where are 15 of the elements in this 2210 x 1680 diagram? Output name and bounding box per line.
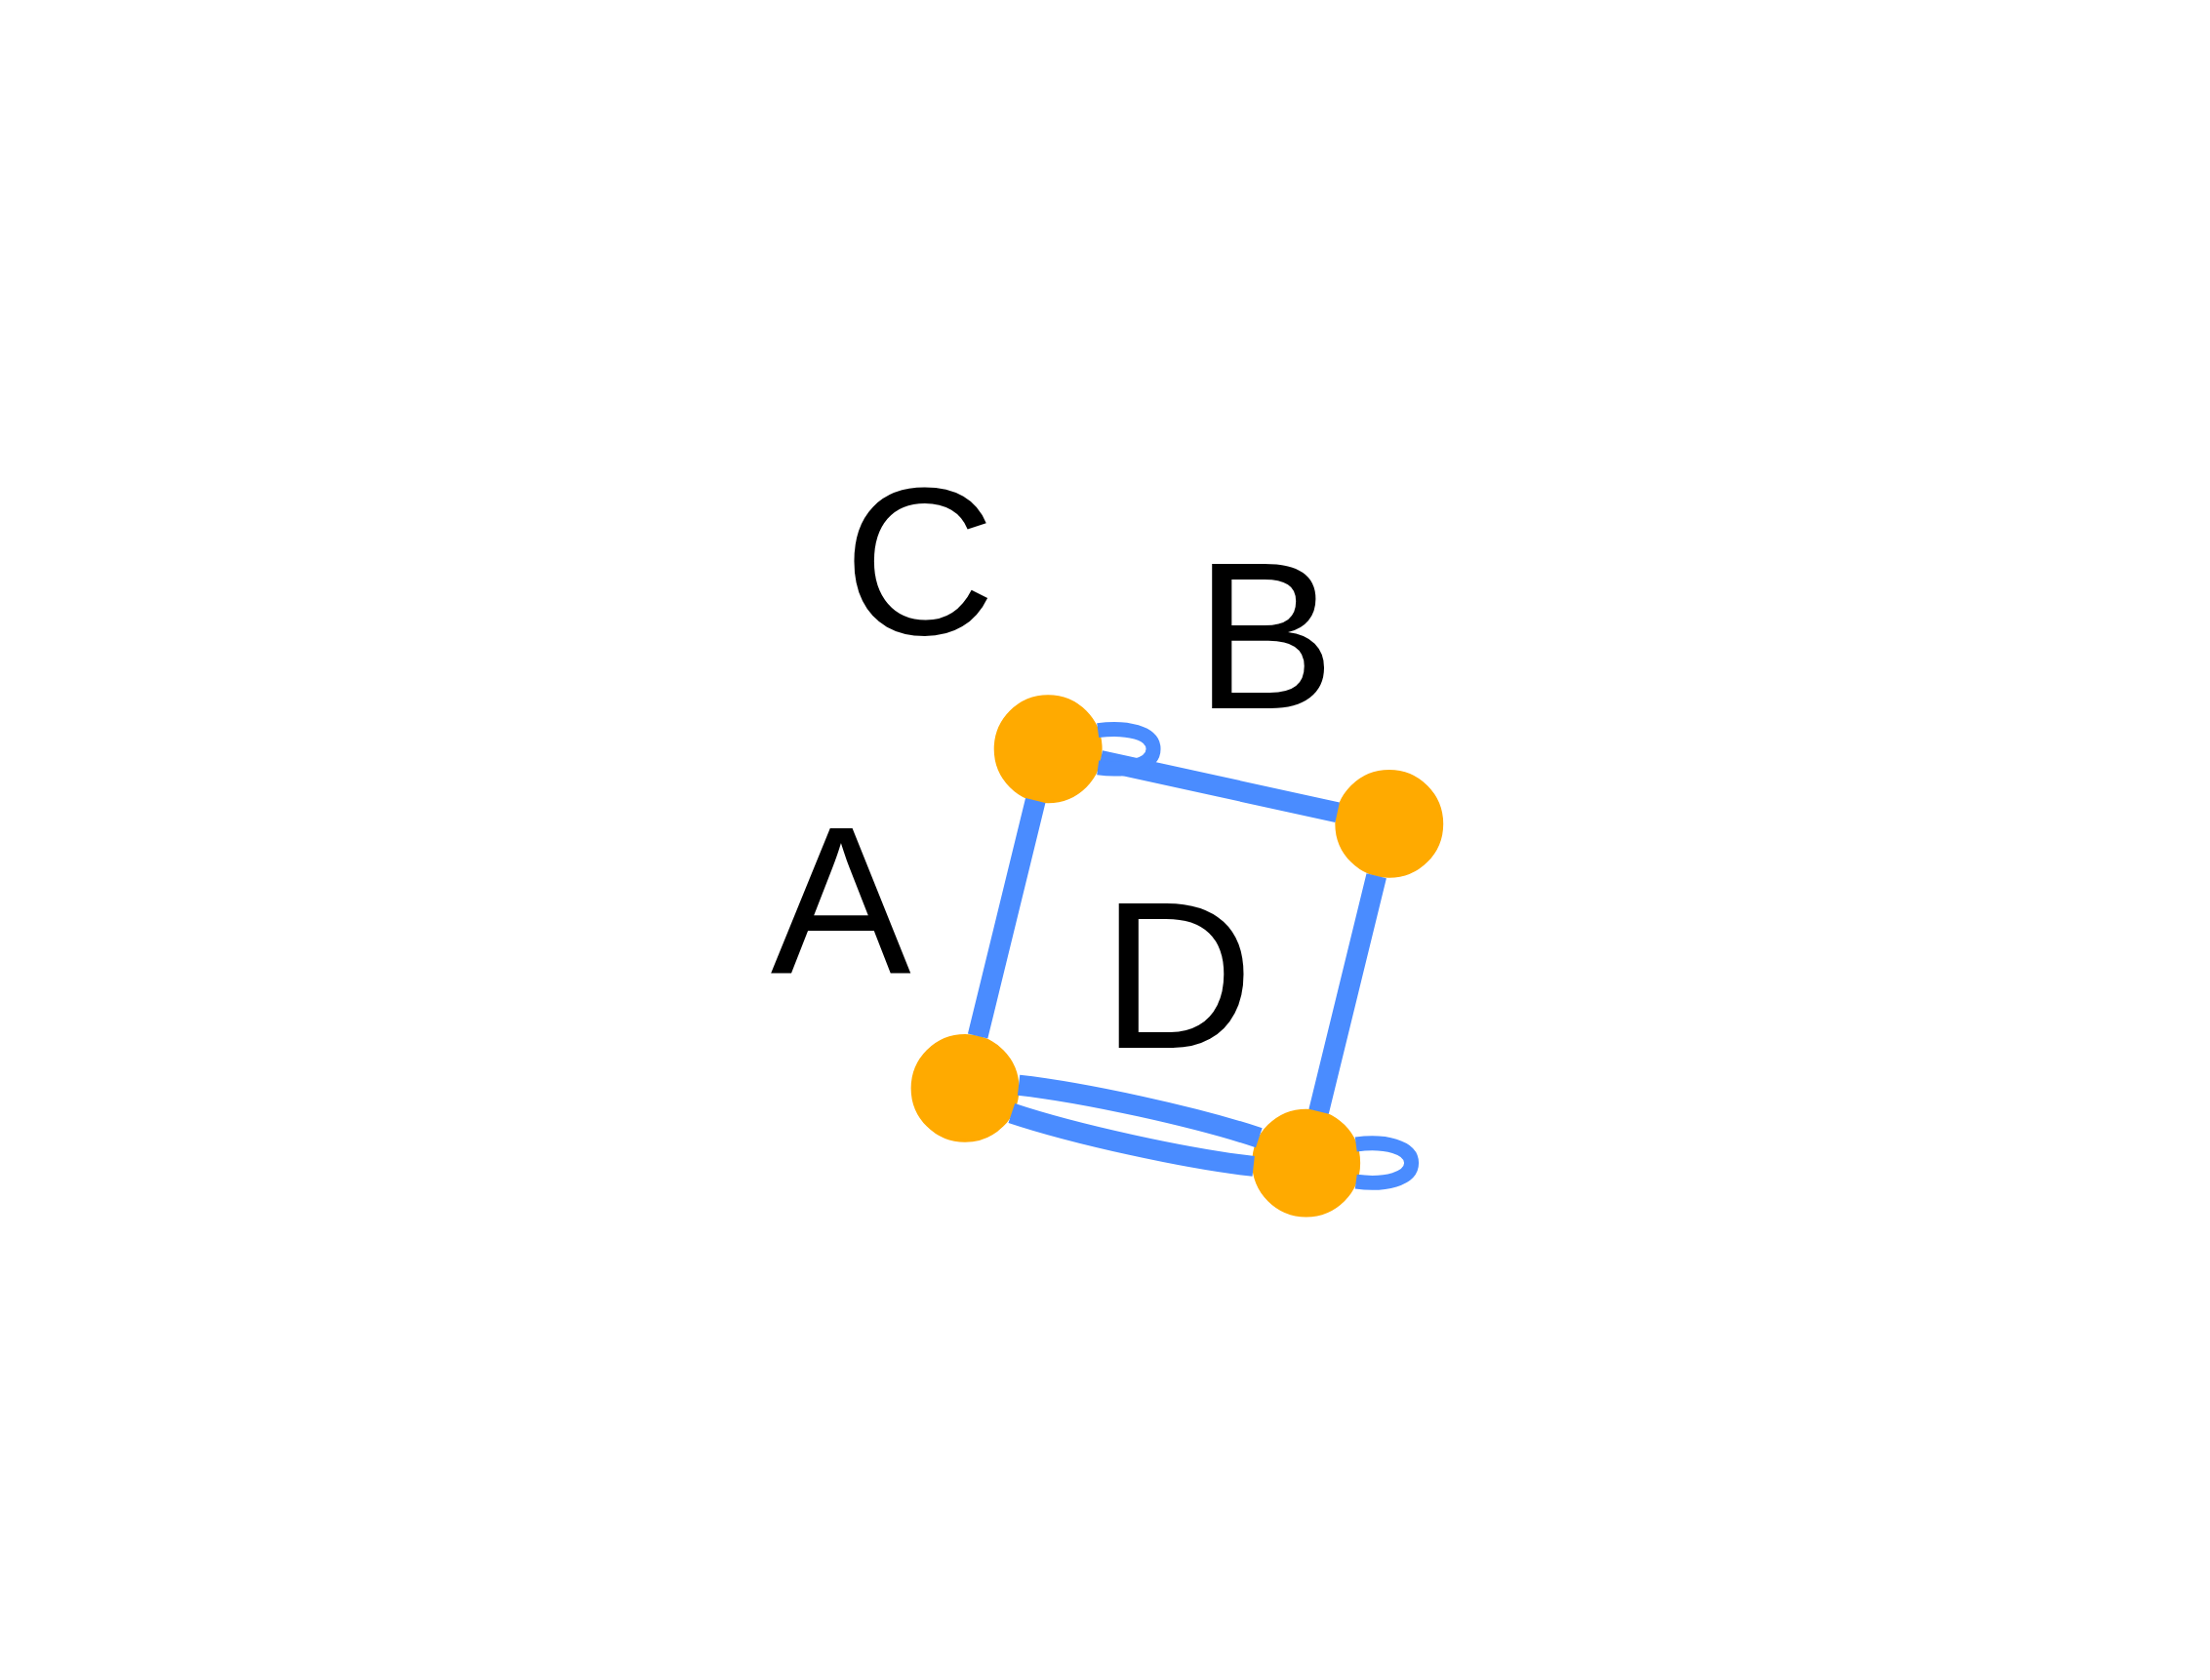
connector [1354, 1135, 1419, 1190]
connector [1008, 1102, 1255, 1177]
connector [1098, 749, 1340, 822]
node-label: D [1101, 857, 1254, 1093]
node-label: B [1193, 517, 1335, 753]
node-circle [1251, 1108, 1360, 1217]
node-circle [910, 1033, 1019, 1142]
node-circle [1334, 769, 1443, 878]
connector [967, 797, 1045, 1039]
connector [1096, 721, 1161, 776]
node-label: A [770, 781, 911, 1018]
connector [1307, 872, 1386, 1114]
node-circle [993, 694, 1103, 803]
connector [1017, 1074, 1262, 1147]
node-label: C [842, 443, 995, 679]
